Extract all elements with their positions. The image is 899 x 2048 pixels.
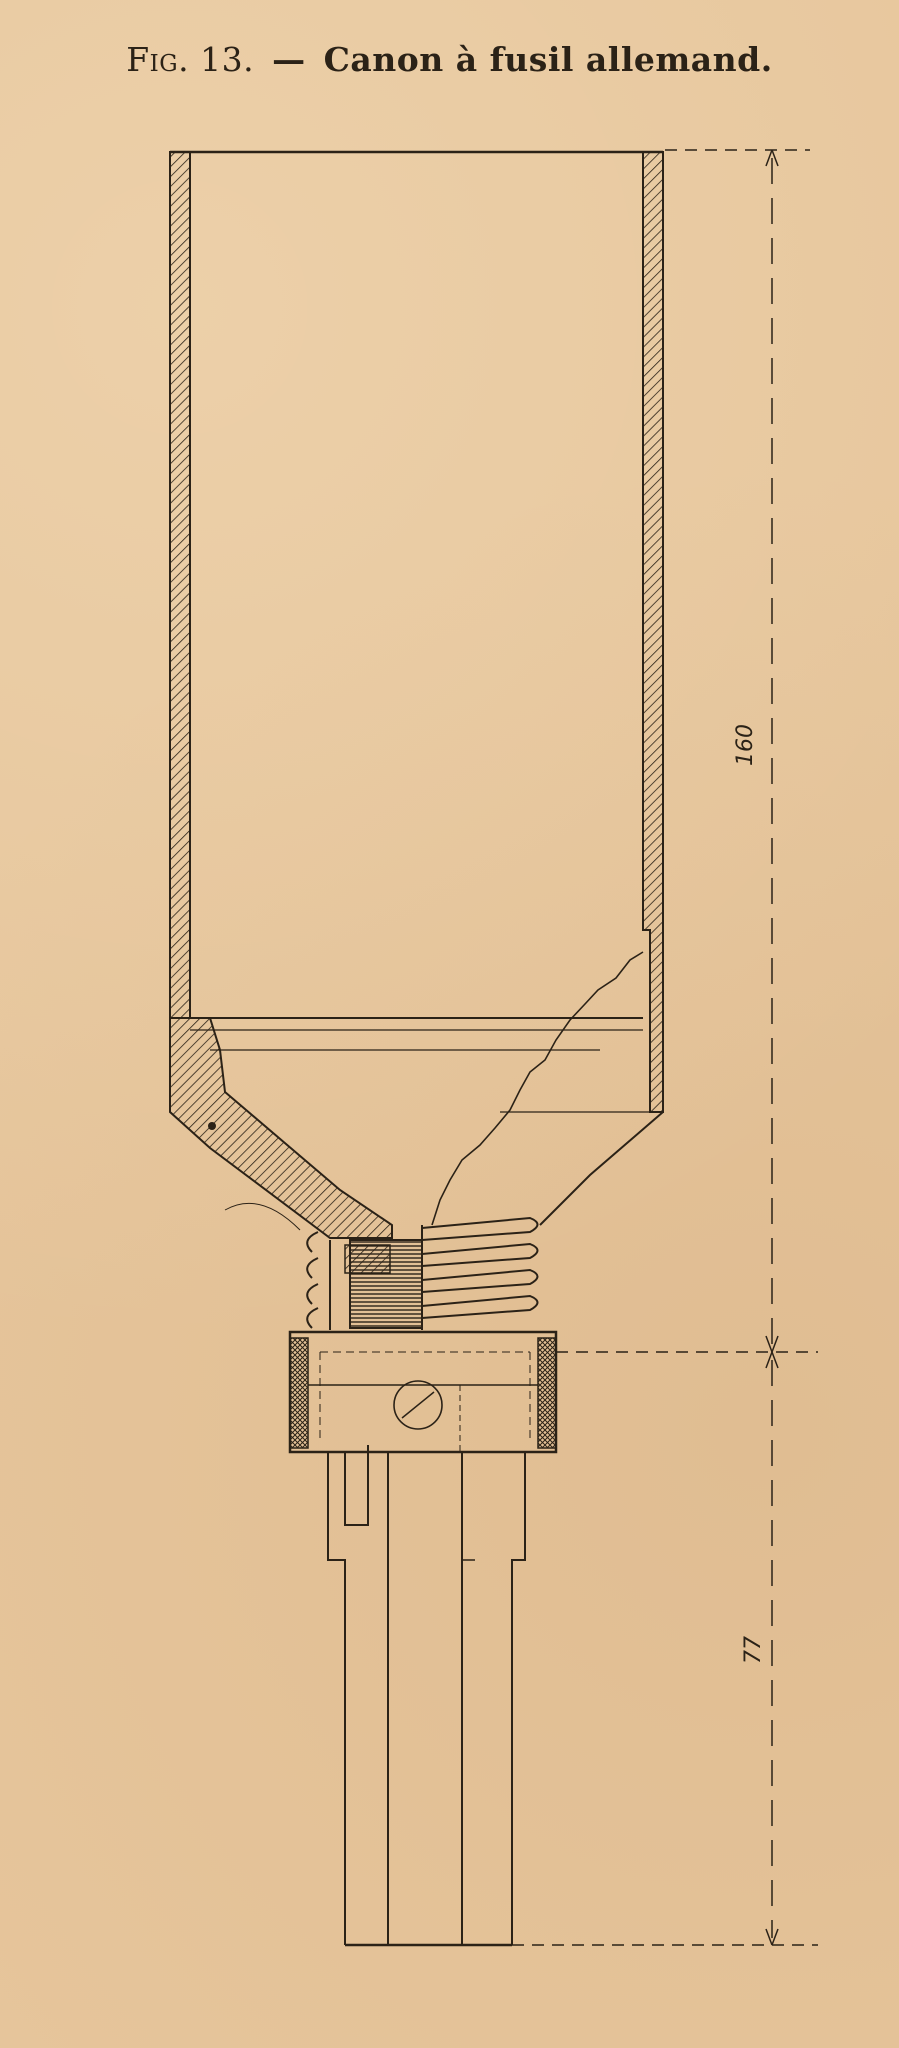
stem [327,1445,526,1947]
barrel-wall-left [169,151,191,1019]
arrow-middle-down [765,1351,779,1369]
collar-outline [288,1330,558,1454]
arrow-middle-up [765,1335,779,1353]
caption-separator: — [272,40,306,79]
dimension-label-160: 160 [733,724,758,766]
figure-title: Canon à fusil allemand. [323,40,773,79]
cone-wall-left [169,1017,393,1239]
stem-left-outer [327,1452,346,1945]
dimension-label-77: 77 [741,1636,766,1664]
cone-section [169,1017,664,1239]
breech-collar [288,1330,558,1454]
stem-slot [344,1452,369,1526]
cutaway-edge [431,951,644,1226]
arrow-top [765,149,779,167]
stem-left-inner [367,1445,389,1945]
dimension-lines: 160 77 [512,149,818,1946]
spring-coils-left [306,1231,319,1329]
stem-right-outer [511,1452,526,1945]
rivet [208,1122,216,1130]
cone-inner-curve [224,1202,301,1231]
figure-number: Fig. 13. [126,40,255,79]
threaded-coupling [306,1216,539,1330]
spring-coils-right [421,1216,539,1319]
collar-knurl-left [289,1337,309,1449]
barrel-wall-right [642,151,664,1113]
cone-wall-right [539,1111,664,1226]
firing-pin-line [401,1391,435,1419]
figure-caption: Fig. 13. — Canon à fusil allemand. [0,40,899,79]
barrel-tube [169,150,664,1226]
arrow-bottom [765,1928,779,1946]
stem-right-step [461,1452,475,1561]
thread-nut [344,1244,391,1274]
collar-knurl-right [537,1337,557,1449]
firing-pin-circle [393,1380,443,1430]
